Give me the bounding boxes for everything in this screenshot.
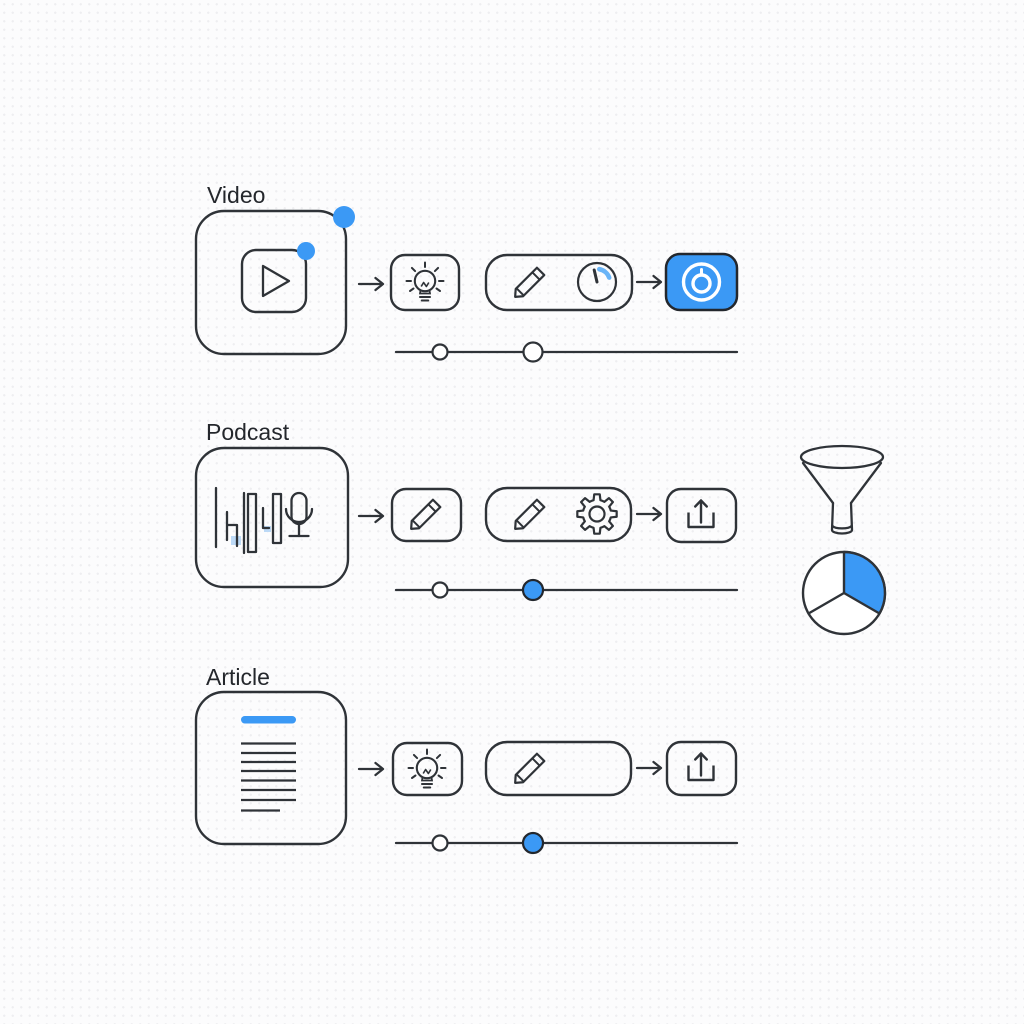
document-lines-icon [241, 716, 296, 812]
video-row: Video [194, 182, 739, 363]
article-source-card [194, 690, 348, 846]
pie-chart-icon [801, 550, 887, 636]
slider-thumb-active [521, 831, 545, 855]
upload-icon [687, 752, 715, 782]
article-label: Article [206, 664, 270, 690]
video-idea-step [389, 253, 461, 312]
play-icon [261, 264, 291, 298]
pie-highlight-slice [842, 550, 887, 615]
article-idea-step [391, 741, 464, 797]
video-progress-slider [394, 341, 739, 363]
gauge-icon [578, 263, 616, 301]
video-publish-step [664, 252, 739, 312]
arrow-icon [635, 506, 663, 522]
article-edit-step [484, 740, 633, 797]
slider-thumb-active [521, 578, 545, 602]
article-publish-step [665, 740, 738, 797]
lightbulb-icon [405, 261, 445, 302]
slider-thumb [431, 834, 449, 852]
notification-dot-outer [333, 206, 355, 228]
video-edit-step [484, 253, 634, 312]
article-row: Article [194, 664, 739, 855]
podcast-publish-step [665, 487, 738, 544]
arrow-icon [357, 276, 385, 292]
notification-dot-inner [297, 242, 315, 260]
pencil-icon [510, 498, 546, 534]
funnel-icon [799, 444, 885, 535]
podcast-edit-step [484, 486, 633, 543]
video-label: Video [207, 182, 265, 208]
podcast-label: Podcast [206, 419, 290, 445]
video-source-card [194, 206, 355, 356]
lightbulb-icon [407, 748, 447, 789]
play-button-frame [240, 248, 308, 314]
slider-thumb [431, 581, 449, 599]
podcast-source-card [194, 446, 350, 589]
podcast-progress-slider [394, 578, 739, 602]
microphone-icon [284, 491, 314, 538]
podcast-draft-step [390, 487, 463, 543]
gear-icon [576, 493, 618, 535]
arrow-icon [357, 761, 385, 777]
slider-thumb [431, 343, 449, 361]
pencil-icon [406, 498, 442, 534]
article-progress-slider [394, 831, 739, 855]
arrow-icon [357, 508, 385, 524]
pencil-icon [510, 752, 546, 788]
podcast-row: Podcast [194, 419, 739, 602]
arrow-icon [635, 760, 663, 776]
waveform-icon [214, 486, 283, 555]
arrow-icon [635, 274, 663, 290]
pencil-icon [510, 266, 546, 302]
upload-icon [687, 499, 715, 529]
slider-thumb [522, 341, 544, 363]
